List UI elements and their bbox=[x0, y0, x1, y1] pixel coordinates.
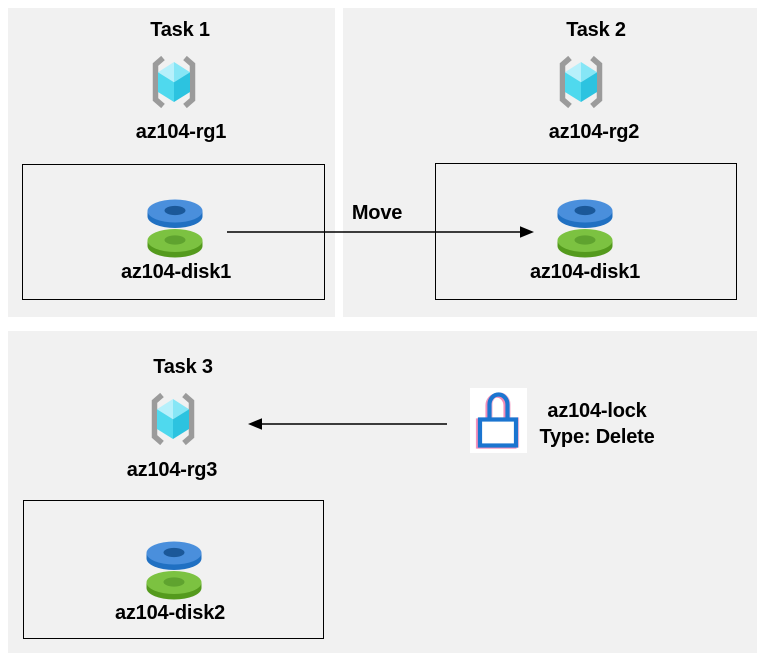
bracket-left-icon bbox=[152, 55, 165, 109]
resource-group-icon bbox=[152, 55, 196, 109]
task3-disk-box bbox=[23, 500, 324, 639]
lock-shackle bbox=[487, 392, 510, 420]
lock-glyph bbox=[477, 392, 519, 448]
cube-face bbox=[157, 399, 173, 420]
task2-panel: Task 2 az104-rg2 az104- bbox=[343, 8, 757, 317]
lock-icon bbox=[477, 392, 519, 448]
lock-type-label: Type: Delete bbox=[539, 426, 655, 448]
task1-disk-label: az104-disk1 bbox=[120, 261, 232, 283]
disk-green-donut bbox=[146, 571, 202, 600]
bracket-left-icon bbox=[151, 392, 164, 446]
cube-face bbox=[158, 62, 174, 83]
task3-resource-group-label: az104-rg3 bbox=[126, 459, 218, 481]
cube-face bbox=[565, 72, 581, 102]
bracket-right-icon bbox=[182, 392, 195, 446]
task2-resource-group-label: az104-rg2 bbox=[548, 121, 640, 143]
managed-disk-icon bbox=[146, 541, 202, 600]
cube-face bbox=[173, 409, 189, 439]
bracket-left-icon bbox=[559, 55, 572, 109]
task2-title: Task 2 bbox=[566, 19, 626, 41]
cube-face bbox=[565, 62, 581, 83]
cube-face bbox=[174, 62, 190, 83]
task3-disk-label: az104-disk2 bbox=[114, 602, 226, 624]
bracket-right-icon bbox=[590, 55, 603, 109]
resource-group-icon bbox=[151, 392, 195, 446]
cube-face bbox=[173, 399, 189, 420]
cube-face bbox=[158, 72, 174, 102]
cube-face bbox=[157, 409, 173, 439]
task3-title: Task 3 bbox=[153, 356, 213, 378]
task2-disk-label: az104-disk1 bbox=[529, 261, 641, 283]
lock-plate bbox=[470, 388, 527, 453]
lock-name-label: az104-lock bbox=[547, 400, 647, 422]
task1-title: Task 1 bbox=[150, 19, 210, 41]
resource-group-icon bbox=[559, 55, 603, 109]
disk-blue-donut bbox=[557, 199, 613, 228]
bracket-right-icon bbox=[183, 55, 196, 109]
managed-disk-icon bbox=[147, 199, 203, 258]
disk-blue-donut bbox=[147, 199, 203, 228]
disk-green-donut bbox=[557, 229, 613, 258]
cube-face bbox=[174, 72, 190, 102]
disk-green-donut bbox=[147, 229, 203, 258]
task1-resource-group-label: az104-rg1 bbox=[135, 121, 227, 143]
lock-body bbox=[477, 417, 519, 448]
cube-face bbox=[581, 62, 597, 83]
managed-disk-icon bbox=[557, 199, 613, 258]
task1-panel: Task 1 az104-rg1 az104- bbox=[8, 8, 335, 317]
disk-blue-donut bbox=[146, 541, 202, 570]
task3-panel: Task 3 az104-rg3 az104- bbox=[8, 331, 757, 653]
cube-face bbox=[581, 72, 597, 102]
move-arrow-label: Move bbox=[351, 202, 403, 224]
